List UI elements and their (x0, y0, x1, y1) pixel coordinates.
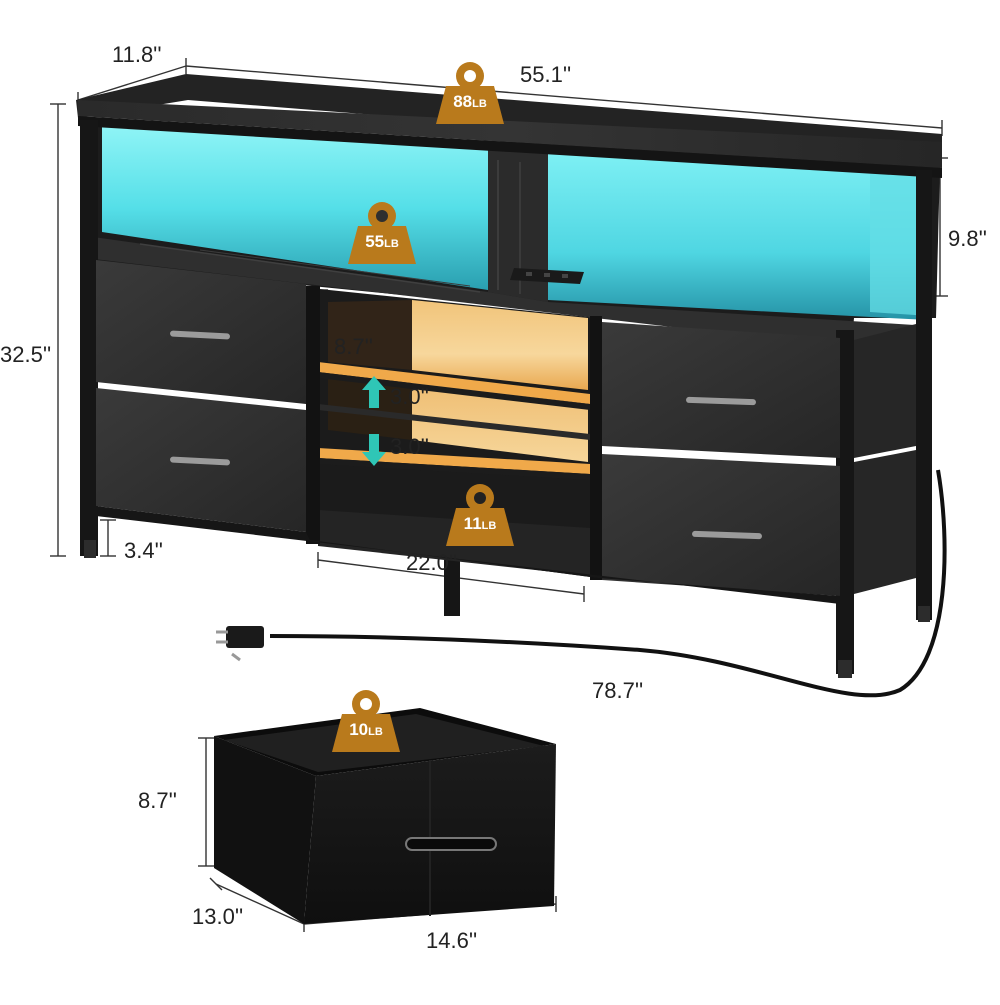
width-label: 55.1'' (520, 62, 572, 87)
power-cord (216, 469, 947, 698)
weight-top-value: 88 (453, 92, 473, 111)
depth-label: 11.8'' (112, 42, 162, 67)
shelf-down-label: 3.0'' (390, 434, 429, 459)
weight-badge-shapes (332, 62, 514, 752)
cubby-height-label: 8.7'' (334, 334, 373, 359)
weight-bin-value: 10 (349, 720, 369, 739)
weight-badge-bin: 10LB (324, 688, 408, 752)
shelf-up-label: 3.0'' (390, 384, 429, 409)
leg-clearance-label: 3.4'' (124, 538, 163, 563)
plug-icon (226, 626, 264, 648)
weight-cubby-unit: LB (481, 520, 497, 532)
total-height-label: 32.5'' (0, 342, 52, 367)
weight-shelf-unit: LB (384, 238, 399, 250)
weight-badge-top: 88LB (428, 60, 512, 124)
bin-handle (405, 837, 497, 851)
dresser (76, 74, 942, 678)
bin-height-label: 8.7'' (138, 788, 177, 813)
weight-top-unit: LB (472, 98, 487, 110)
weight-bin-unit: LB (368, 726, 383, 738)
weight-badge-cubby: 11LB (438, 482, 522, 546)
top-shelf-height-label: 9.8'' (948, 226, 987, 251)
bin-depth-label: 13.0'' (192, 904, 244, 929)
shelf-adjust-arrows (362, 376, 386, 466)
bin-width-label: 14.6'' (426, 928, 478, 953)
weight-shelf-value: 55 (365, 232, 385, 251)
cord-length-label: 78.7'' (592, 678, 644, 703)
cubby-width-label: 22.0'' (406, 550, 458, 575)
arrow-down-icon (362, 434, 386, 466)
arrow-up-icon (362, 376, 386, 408)
weight-cubby-value: 11 (463, 514, 482, 533)
weight-badge-shelf: 55LB (340, 200, 424, 264)
